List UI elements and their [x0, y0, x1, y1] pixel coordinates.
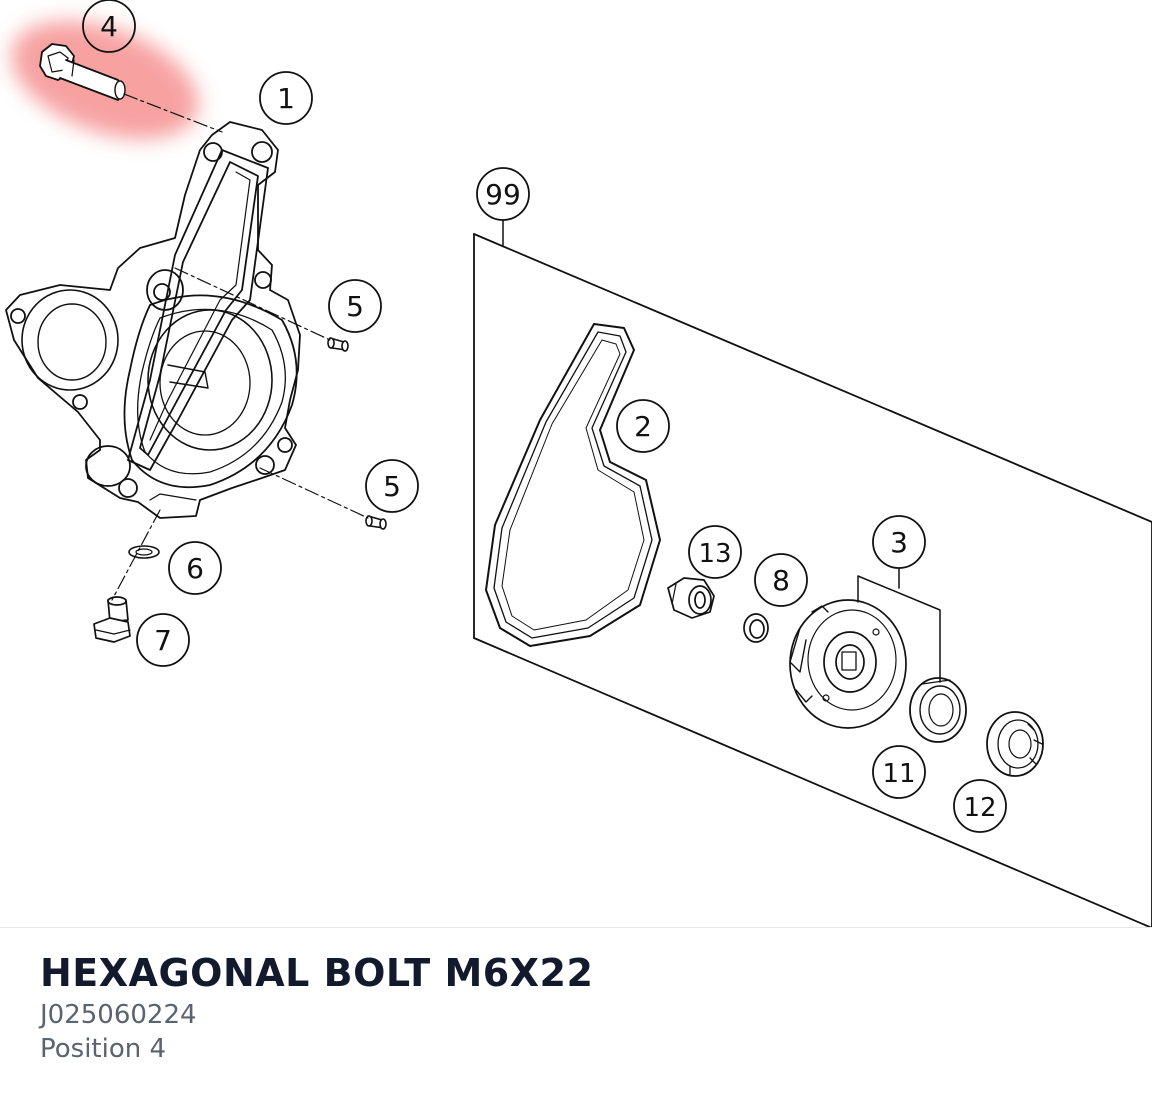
callout-6[interactable]: 6: [168, 541, 222, 595]
callout-11[interactable]: 11: [872, 745, 926, 799]
section-divider: [0, 927, 1152, 928]
svg-text:7: 7: [154, 624, 172, 657]
dowel-pin-upper[interactable]: [327, 337, 349, 352]
svg-text:99: 99: [485, 178, 521, 211]
callout-5-lower[interactable]: 5: [365, 459, 419, 513]
svg-text:11: 11: [882, 759, 915, 789]
part-position: Position 4: [40, 1034, 167, 1064]
callout-13[interactable]: 13: [688, 525, 742, 579]
callout-3[interactable]: 3: [872, 515, 926, 569]
svg-text:12: 12: [963, 793, 996, 823]
callout-2[interactable]: 2: [616, 399, 670, 453]
part-title: HEXAGONAL BOLT M6X22: [40, 951, 594, 995]
callout-8[interactable]: 8: [754, 553, 808, 607]
exploded-parts-diagram: 4 1 99 5 5 2 6 7 13 8 3 11: [5, 0, 1152, 928]
svg-text:2: 2: [634, 410, 652, 443]
shaft-seal[interactable]: [909, 677, 967, 743]
repair-kit-frame: [473, 217, 1152, 928]
dowel-pin-lower[interactable]: [365, 515, 387, 530]
part-info-panel: HEXAGONAL BOLT M6X22 J025060224 Position…: [40, 948, 593, 1066]
svg-text:6: 6: [186, 552, 204, 585]
callout-4[interactable]: 4: [82, 0, 136, 53]
callout-7[interactable]: 7: [136, 613, 190, 667]
callout-1[interactable]: 1: [259, 71, 313, 125]
callout-99[interactable]: 99: [476, 167, 530, 221]
svg-text:4: 4: [100, 10, 118, 43]
pump-housing: [5, 121, 301, 519]
callout-12[interactable]: 12: [953, 779, 1007, 833]
drain-plug[interactable]: [93, 596, 131, 643]
svg-text:5: 5: [383, 470, 401, 503]
part-number: J025060224: [40, 1000, 197, 1030]
housing-gasket[interactable]: [485, 323, 661, 647]
svg-text:3: 3: [890, 526, 908, 559]
leader-lines: [111, 93, 369, 601]
hexagonal-bolt[interactable]: [39, 43, 126, 101]
sealing-ring[interactable]: [128, 545, 160, 559]
radial-shaft-seal[interactable]: [986, 711, 1044, 777]
impeller[interactable]: [789, 565, 941, 729]
impeller-nut[interactable]: [667, 577, 715, 619]
svg-text:13: 13: [698, 539, 731, 569]
washer[interactable]: [743, 613, 769, 643]
callout-5-upper[interactable]: 5: [328, 279, 382, 333]
svg-text:1: 1: [277, 82, 295, 115]
svg-text:5: 5: [346, 290, 364, 323]
svg-text:8: 8: [772, 564, 790, 597]
